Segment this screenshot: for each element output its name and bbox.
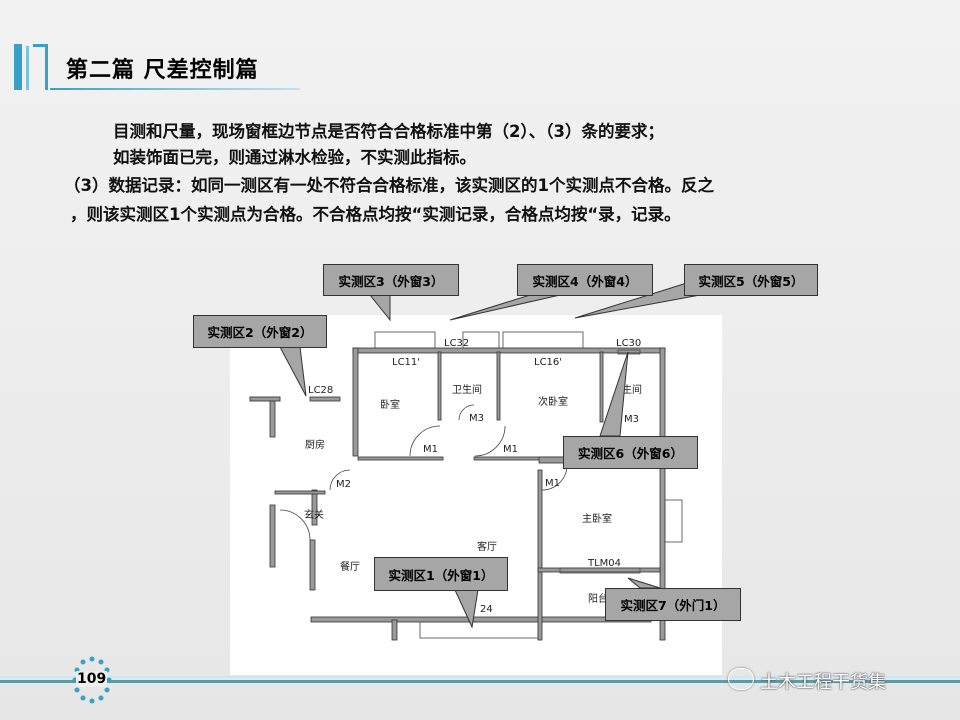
title-underline bbox=[50, 88, 300, 90]
label-bathroom: 卫生间 bbox=[452, 383, 482, 396]
body-text-line-4: ，则该实测区1个实测点为合格。不合格点均按“实测记录，合格点均按“录，记录。 bbox=[70, 205, 681, 224]
label-entrance: 玄关 bbox=[304, 508, 324, 521]
label-lc11: LC11' bbox=[392, 357, 420, 368]
label-living: 客厅 bbox=[477, 540, 497, 553]
logo-mark-4 bbox=[45, 44, 48, 90]
callout-zone-4: 实测区4（外窗4） bbox=[517, 264, 653, 296]
footer-highlight bbox=[0, 676, 960, 678]
label-second-bedroom: 次卧室 bbox=[538, 395, 568, 408]
label-balcony: 阳台 bbox=[588, 592, 608, 605]
label-dining: 餐厅 bbox=[340, 560, 360, 573]
callout-zone-3: 实测区3（外窗3） bbox=[323, 264, 459, 296]
callout-zone-7: 实测区7（外门1） bbox=[605, 588, 741, 621]
label-m1-c: M1 bbox=[545, 478, 560, 489]
body-text-line-1: 目测和尺量，现场窗框边节点是否符合合格标准中第（2）、（3）条的要求； bbox=[113, 122, 664, 141]
label-bedroom: 卧室 bbox=[380, 398, 400, 411]
brand-watermark: 土木工程干货集 bbox=[760, 672, 886, 693]
callout-zone-2: 实测区2（外窗2） bbox=[193, 315, 327, 348]
page-number: 109 bbox=[76, 671, 108, 687]
logo-mark-2 bbox=[26, 46, 29, 90]
footer-divider bbox=[0, 680, 960, 683]
body-text-line-3: （3）数据记录：如同一测区有一处不符合合格标准，该实测区的1个实测点不合格。反之 bbox=[64, 176, 714, 195]
page-number-badge bbox=[72, 656, 112, 704]
logo-mark-3 bbox=[33, 44, 47, 47]
label-m3-b: M3 bbox=[624, 414, 639, 425]
walls bbox=[249, 347, 666, 641]
label-master-bedroom: 主卧室 bbox=[582, 512, 612, 525]
label-lc28: LC28 bbox=[308, 385, 333, 396]
body-text-line-2: 如装饰面已完，则通过淋水检验，不实测此指标。 bbox=[113, 148, 476, 167]
label-lc16: LC16' bbox=[534, 357, 562, 368]
callout-zone-5: 实测区5（外窗5） bbox=[684, 264, 818, 296]
wechat-icon bbox=[728, 668, 754, 690]
label-24: 24 bbox=[480, 604, 493, 615]
callout-zone-6: 实测区6（外窗6） bbox=[563, 436, 698, 469]
label-m1-b: M1 bbox=[503, 444, 518, 455]
callout-zone-1: 实测区1（外窗1） bbox=[374, 557, 508, 591]
label-kitchen: 厨房 bbox=[305, 438, 325, 451]
logo-mark bbox=[14, 44, 22, 90]
label-m2: M2 bbox=[336, 479, 351, 490]
label-lc30: LC30 bbox=[616, 338, 641, 349]
callout-pointers bbox=[279, 281, 701, 629]
label-m3-a: M3 bbox=[469, 413, 484, 424]
label-m1-a: M1 bbox=[423, 444, 438, 455]
label-bathroom-2: 生间 bbox=[622, 383, 642, 396]
label-lc32: LC32 bbox=[444, 338, 469, 349]
label-tlm04: TLM04 bbox=[587, 558, 621, 569]
page-title: 第二篇 尺差控制篇 bbox=[66, 58, 259, 83]
